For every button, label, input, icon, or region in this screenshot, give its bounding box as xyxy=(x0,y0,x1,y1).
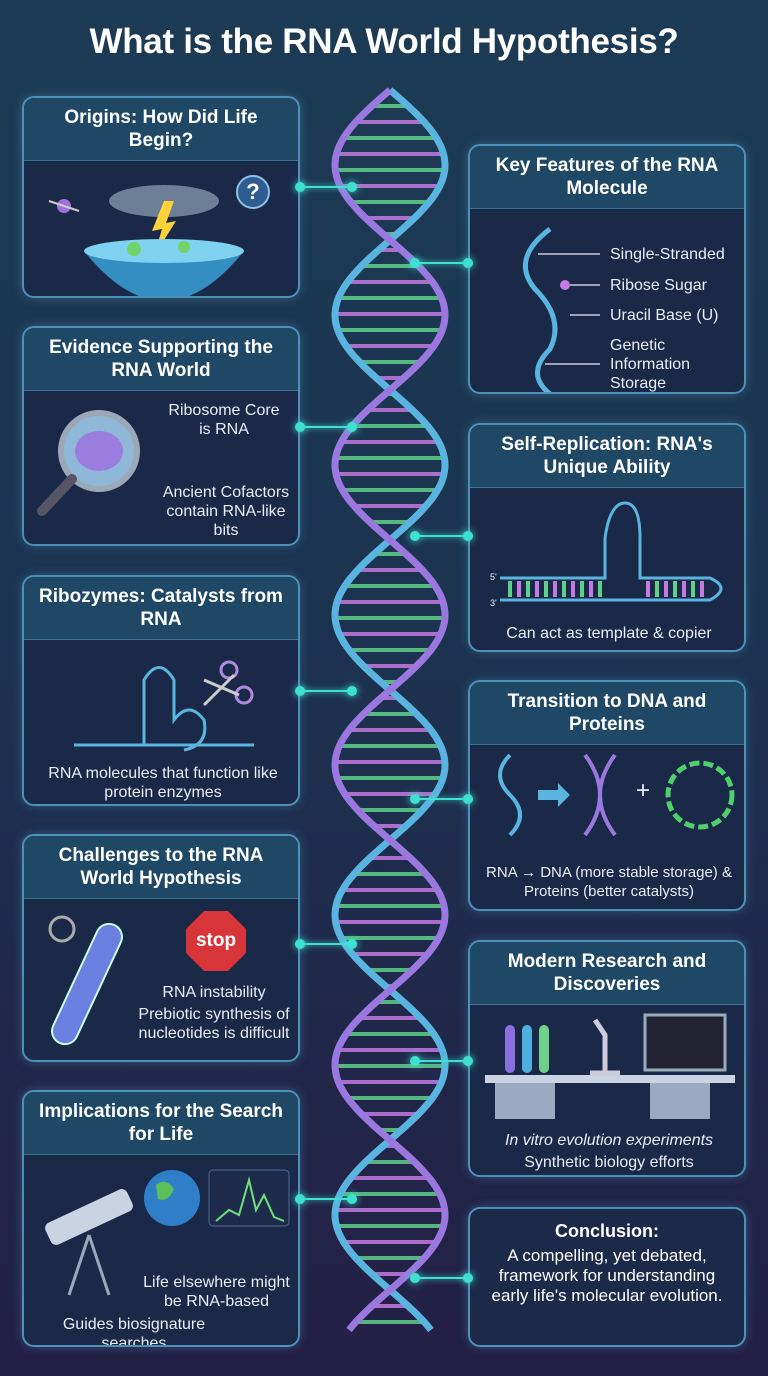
card-self-replication: Self-Replication: RNA's Unique Ability 5… xyxy=(468,423,746,652)
evidence-point: Ribosome Core is RNA xyxy=(168,402,280,438)
connector-dot xyxy=(463,794,473,804)
card-title: Challenges to the RNA World Hypothesis xyxy=(24,836,298,899)
ribozyme-caption: RNA molecules that function like protein… xyxy=(48,765,278,801)
cracked-test-tube-icon xyxy=(48,915,123,1046)
connector-dot xyxy=(410,794,420,804)
card-implications: Implications for the Search for Life Lif… xyxy=(22,1090,300,1347)
connector-line xyxy=(300,1198,352,1200)
telescope-earth-spectrum-icon xyxy=(45,1169,290,1296)
transition-caption: RNA → DNA (more stable storage) & Protei… xyxy=(486,864,732,900)
connector-line xyxy=(415,798,468,800)
connector-dot xyxy=(463,1273,473,1283)
connector-line xyxy=(415,262,468,264)
connector-line xyxy=(300,186,352,188)
helix-backbone-strand xyxy=(331,87,449,1333)
implication-point: Guides biosignature searches xyxy=(62,1316,206,1347)
implication-point: Life elsewhere might be RNA-based xyxy=(143,1274,290,1310)
connector-dot xyxy=(410,1273,420,1283)
ribozyme-scissors-icon xyxy=(74,660,254,752)
connector-line xyxy=(300,690,352,692)
card-title: Ribozymes: Catalysts from RNA xyxy=(24,577,298,640)
feature-label: Genetic Information Storage xyxy=(610,337,691,392)
card-title: Implications for the Search for Life xyxy=(24,1092,298,1155)
card-title: Self-Replication: RNA's Unique Ability xyxy=(470,425,744,488)
conclusion-text: A compelling, yet debated, framework for… xyxy=(491,1246,723,1305)
stop-sign-icon: stop xyxy=(186,911,246,971)
feature-label: Uracil Base (U) xyxy=(610,307,719,324)
card-conclusion: Conclusion: A compelling, yet debated, f… xyxy=(468,1207,746,1347)
connector-dot xyxy=(410,531,420,541)
hairpin-rna-replication-icon xyxy=(500,501,723,602)
connector-dot xyxy=(463,531,473,541)
laboratory-bench-icon xyxy=(485,1013,735,1119)
connector-dot xyxy=(347,939,357,949)
connector-dot xyxy=(410,258,420,268)
card-evidence: Evidence Supporting the RNA World Riboso… xyxy=(22,326,300,546)
connector-dot xyxy=(295,422,305,432)
primordial-soup-lightning-icon xyxy=(48,185,244,296)
connector-dot xyxy=(347,1194,357,1204)
connector-dot xyxy=(410,1056,420,1066)
replication-caption: Can act as template & copier xyxy=(506,625,712,642)
connector-line xyxy=(415,535,468,537)
connector-dot xyxy=(347,686,357,696)
five-prime-label: 5' xyxy=(490,572,497,582)
magnifying-glass-ribosome-icon xyxy=(37,410,140,516)
connector-dot xyxy=(463,1056,473,1066)
challenge-point: Prebiotic synthesis of nucleotides is di… xyxy=(138,1006,290,1042)
connector-line xyxy=(300,943,352,945)
connector-dot xyxy=(295,1194,305,1204)
card-origins: Origins: How Did Life Begin? ? xyxy=(22,96,300,298)
connector-dot xyxy=(347,422,357,432)
research-point: Synthetic biology efforts xyxy=(524,1154,694,1171)
three-prime-label: 3' xyxy=(490,598,497,608)
connector-dot xyxy=(295,939,305,949)
card-title: Conclusion: xyxy=(555,1221,659,1241)
card-key-features: Key Features of the RNA Molecule Single-… xyxy=(468,144,746,394)
research-point: In vitro evolution experiments xyxy=(504,1132,714,1149)
challenge-point: RNA instability xyxy=(162,984,266,1001)
card-title: Origins: How Did Life Begin? xyxy=(24,98,298,161)
card-title: Key Features of the RNA Molecule xyxy=(470,146,744,209)
card-ribozymes: Ribozymes: Catalysts from RNA RNA molecu… xyxy=(22,575,300,806)
plus-sign: + xyxy=(636,777,651,804)
helix-backbone-strand xyxy=(331,87,449,1333)
card-transition: Transition to DNA and Proteins + RNA → D… xyxy=(468,680,746,911)
card-challenges: Challenges to the RNA World Hypothesis s… xyxy=(22,834,300,1062)
connector-dot xyxy=(463,258,473,268)
card-title: Transition to DNA and Proteins xyxy=(470,682,744,745)
connector-dot xyxy=(295,686,305,696)
single-strand-rna-icon xyxy=(523,227,600,392)
card-modern-research: Modern Research and Discoveries In vitro… xyxy=(468,940,746,1177)
feature-label: Single-Stranded xyxy=(610,246,725,263)
connector-dot xyxy=(295,182,305,192)
connector-line xyxy=(415,1277,468,1279)
card-title: Modern Research and Discoveries xyxy=(470,942,744,1005)
evidence-point: Ancient Cofactors contain RNA-like bits xyxy=(162,484,290,539)
card-title: Evidence Supporting the RNA World xyxy=(24,328,298,391)
connector-line xyxy=(415,1060,468,1062)
connector-dot xyxy=(347,182,357,192)
page-title: What is the RNA World Hypothesis? xyxy=(89,22,679,61)
question-mark-icon: ? xyxy=(236,175,270,209)
feature-label: Ribose Sugar xyxy=(610,277,707,294)
rna-to-dna-protein-icon xyxy=(498,753,735,837)
connector-line xyxy=(300,426,352,428)
